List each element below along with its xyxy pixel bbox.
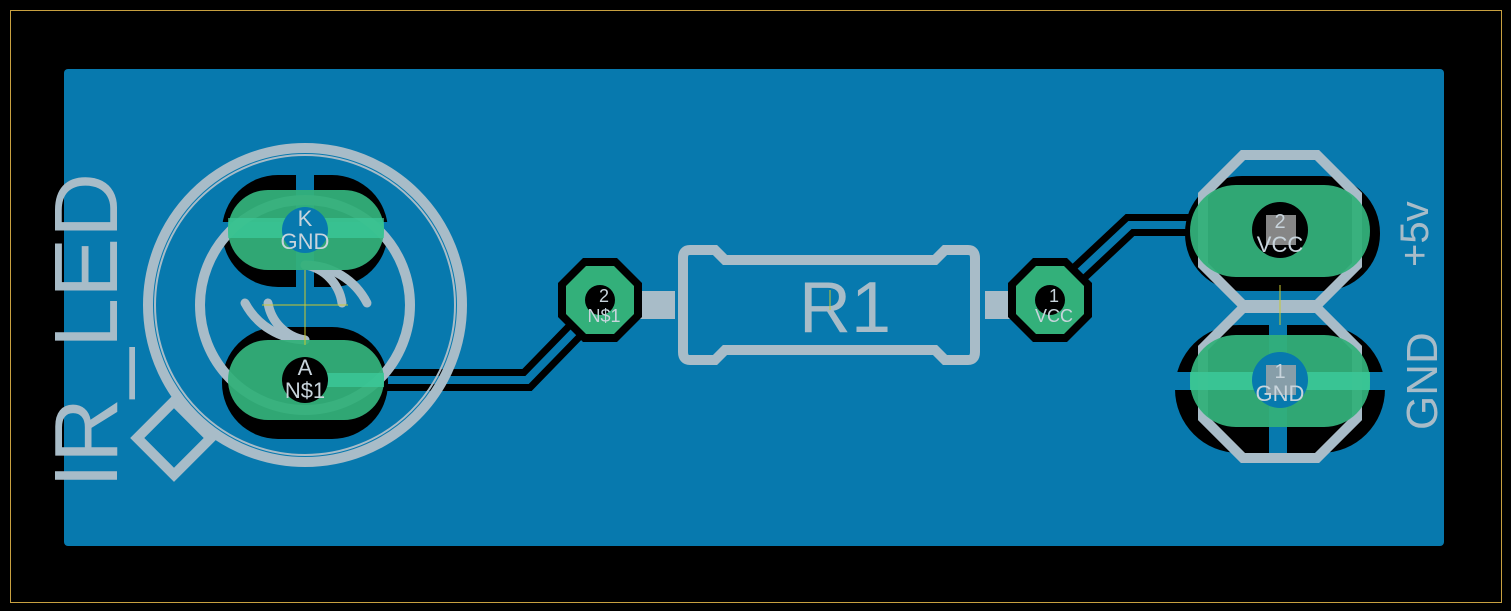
board-outline (10, 10, 1502, 603)
resistor-pad-1[interactable]: 1 VCC (1008, 258, 1092, 342)
connector-pad-2-net: VCC (1257, 232, 1304, 257)
led-outline-circle (143, 143, 467, 467)
resistor-name: R1 (799, 268, 891, 348)
connector-label-vcc: +5v (1393, 201, 1437, 267)
led-pad-k-net: GND (281, 229, 330, 254)
connector-footprint[interactable]: 2 VCC 1 GND +5v GND (1170, 150, 1447, 463)
led-pad-a[interactable]: A N$1 (228, 340, 384, 420)
connector-label-gnd: GND (1398, 332, 1447, 430)
board-title-label: IR_LED (37, 173, 137, 488)
led-pad-k[interactable]: K GND (228, 190, 384, 270)
connector-pad-1-net: GND (1256, 381, 1305, 406)
connector-pad-1-num: 1 (1274, 361, 1285, 383)
resistor-pad-2-net: N$1 (587, 306, 620, 326)
led-footprint[interactable]: K GND A N$1 (130, 143, 467, 482)
resistor-pad-2-num: 2 (599, 286, 609, 306)
led-pad-k-name: K (298, 206, 313, 231)
resistor-pad-2[interactable]: 2 N$1 (558, 258, 642, 342)
led-pad-a-name: A (298, 355, 313, 380)
resistor-pad-1-net: VCC (1035, 306, 1073, 326)
led-pad-a-net: N$1 (285, 378, 325, 403)
connector-pad-1[interactable]: 1 GND (1190, 335, 1370, 427)
resistor-r1[interactable]: R1 2 N$1 1 VCC (558, 245, 1092, 365)
connector-pad-2-num: 2 (1274, 211, 1285, 233)
resistor-body-outline (678, 245, 980, 365)
led-flat-marker (130, 394, 218, 482)
connector-pad-2[interactable]: 2 VCC (1190, 185, 1370, 277)
resistor-pad-1-num: 1 (1049, 286, 1059, 306)
